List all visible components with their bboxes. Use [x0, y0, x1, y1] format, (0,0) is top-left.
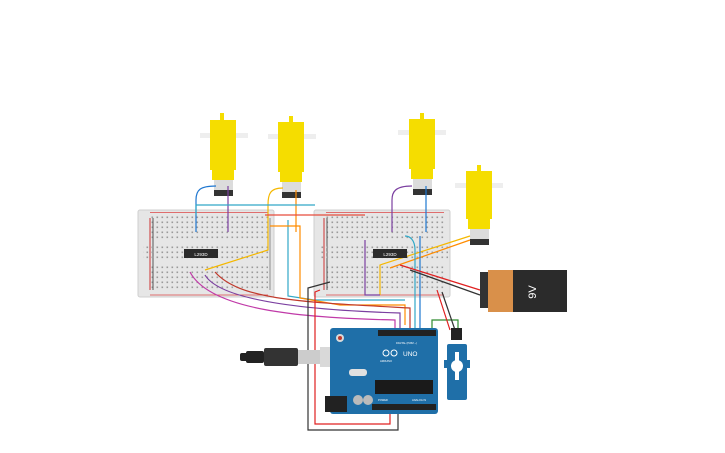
dc-motor-icon[interactable] [455, 165, 503, 245]
dc-motor-icon[interactable] [398, 113, 446, 195]
arduino-analog-label: ANALOG IN [412, 398, 426, 402]
wires [189, 185, 481, 431]
driver-left-label: L293D [194, 252, 208, 257]
dc-motor-icon[interactable] [268, 116, 316, 198]
ic-chip-icon[interactable]: L293D [373, 249, 407, 258]
arduino-board-icon[interactable]: UNO ARDUINO DIGITAL (PWM ~) POWER ANALOG… [325, 328, 438, 414]
arduino-logo-text: ARDUINO [380, 359, 392, 363]
arduino-brand: UNO [403, 351, 417, 358]
ic-chip-icon[interactable]: L293D [184, 249, 218, 258]
dc-motor-icon[interactable] [200, 113, 248, 196]
battery-label: 9V [527, 285, 539, 299]
usb-cable-icon[interactable] [240, 347, 346, 367]
driver-right-label: L293D [383, 252, 397, 257]
battery-icon[interactable]: 9V [480, 270, 567, 312]
arduino-digital-label: DIGITAL (PWM ~) [396, 341, 417, 345]
arduino-power-label: POWER [378, 398, 388, 402]
arduino-logo-icon [382, 349, 398, 357]
servo-icon[interactable] [444, 328, 470, 400]
